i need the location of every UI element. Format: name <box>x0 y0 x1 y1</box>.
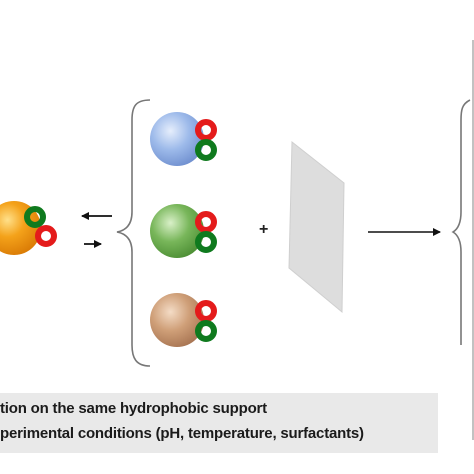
enzyme-green-icon <box>150 204 217 258</box>
enzyme-orange-icon <box>0 201 57 255</box>
active-site-icon <box>195 211 217 253</box>
caption-box <box>0 393 438 453</box>
enzyme-blue-icon <box>150 112 217 166</box>
support-sheet-icon <box>288 140 345 314</box>
caption-line-2: perimental conditions (pH, temperature, … <box>0 425 364 442</box>
active-site-icon <box>24 206 57 247</box>
active-site-icon <box>195 300 217 342</box>
caption-line-1: tion on the same hydrophobic support <box>0 400 267 417</box>
enzyme-tan-icon <box>150 293 217 347</box>
active-site-icon <box>195 119 217 161</box>
plus-sign: + <box>259 221 269 238</box>
brace-right-icon <box>451 99 471 345</box>
brace-left-icon <box>116 99 151 367</box>
